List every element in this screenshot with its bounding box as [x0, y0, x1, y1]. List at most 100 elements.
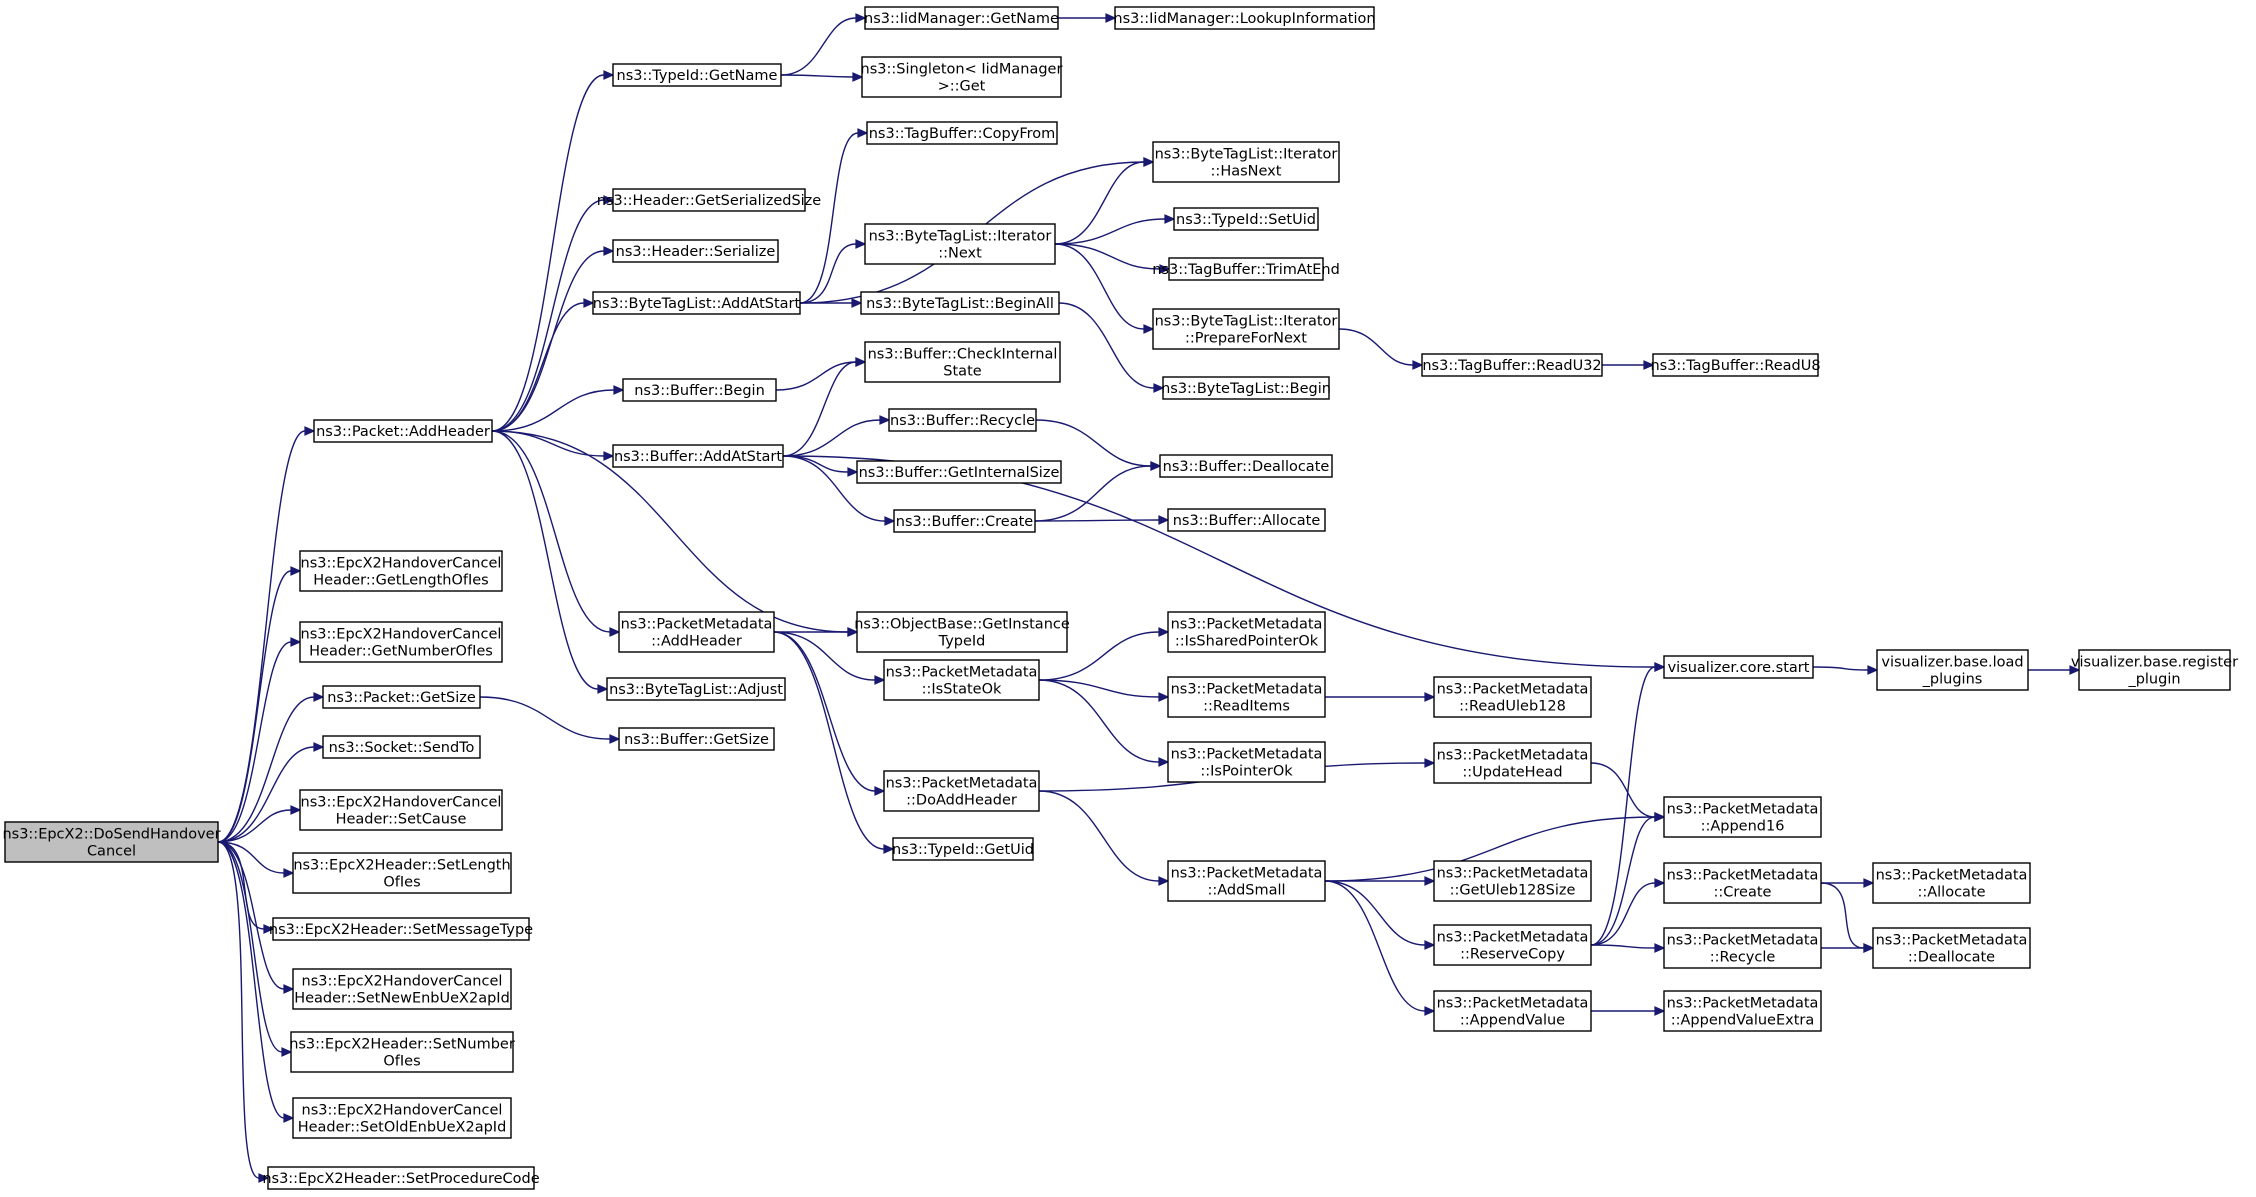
function-node-pmisp[interactable]: ns3::PacketMetadata::IsSharedPointerOk — [1167, 611, 1326, 653]
function-node-tbtae[interactable]: ns3::TagBuffer::TrimAtEnd — [1152, 257, 1340, 281]
node-label-line: ns3::EpcX2HandoverCancel — [302, 974, 503, 990]
function-node-pmri[interactable]: ns3::PacketMetadata::ReadItems — [1167, 676, 1326, 718]
call-edge — [217, 841, 293, 1057]
function-node-vcs[interactable]: visualizer.core.start — [1663, 655, 1814, 679]
node-box — [292, 1097, 512, 1139]
function-node-brec[interactable]: ns3::Buffer::Recycle — [888, 408, 1037, 432]
node-label-line: ns3::Buffer::Recycle — [890, 413, 1035, 429]
function-node-tbru32[interactable]: ns3::TagBuffer::ReadU32 — [1421, 353, 1603, 377]
node-box — [866, 121, 1058, 145]
edge-line — [782, 419, 881, 457]
function-node-itpfn[interactable]: ns3::ByteTagList::Iterator::PrepareForNe… — [1152, 308, 1340, 350]
function-node-pmdealloc[interactable]: ns3::PacketMetadata::Deallocate — [1872, 927, 2031, 969]
function-nodes: ns3::EpcX2::DoSendHandoverCancelns3::Pac… — [2, 6, 2238, 1190]
function-node-pmave[interactable]: ns3::PacketMetadata::AppendValueExtra — [1663, 990, 1822, 1032]
function-node-sendto[interactable]: ns3::Socket::SendTo — [322, 735, 481, 759]
node-box — [1663, 796, 1822, 838]
function-node-hgss[interactable]: ns3::Header::GetSerializedSize — [597, 188, 822, 212]
function-node-setpc[interactable]: ns3::EpcX2Header::SetProcedureCode — [262, 1166, 540, 1190]
function-node-vbrp[interactable]: visualizer.base.register_plugin — [2071, 649, 2238, 691]
function-node-tbru8[interactable]: ns3::TagBuffer::ReadU8 — [1650, 353, 1821, 377]
function-node-iidgn[interactable]: ns3::IidManager::GetName — [864, 6, 1059, 30]
edge-line — [1590, 944, 1656, 949]
function-node-btlba[interactable]: ns3::ByteTagList::BeginAll — [860, 291, 1060, 315]
node-box — [606, 677, 786, 701]
function-node-bcreate[interactable]: ns3::Buffer::Create — [893, 509, 1036, 533]
call-edge — [780, 13, 867, 76]
node-label-line: ns3::Buffer::AddAtStart — [614, 449, 782, 465]
function-node-pmas[interactable]: ns3::PacketMetadata::AddSmall — [1167, 860, 1326, 902]
edge-arrowhead — [1863, 878, 1875, 888]
function-node-pmrec[interactable]: ns3::PacketMetadata::Recycle — [1663, 927, 1822, 969]
function-node-pma16[interactable]: ns3::PacketMetadata::Append16 — [1663, 796, 1822, 838]
node-label-line: _plugins — [1922, 672, 1983, 688]
function-node-singget[interactable]: ns3::Singleton< IidManager>::Get — [861, 56, 1063, 98]
call-edge — [491, 195, 615, 432]
function-node-tbcf[interactable]: ns3::TagBuffer::CopyFrom — [866, 121, 1058, 145]
function-node-itnext[interactable]: ns3::ByteTagList::Iterator::Next — [864, 223, 1056, 265]
function-node-btlbeg[interactable]: ns3::ByteTagList::Begin — [1161, 376, 1331, 400]
function-node-pmcreate[interactable]: ns3::PacketMetadata::Create — [1663, 862, 1822, 904]
function-node-hser[interactable]: ns3::Header::Serialize — [612, 239, 779, 263]
function-node-bbegin[interactable]: ns3::Buffer::Begin — [622, 378, 777, 402]
function-node-setold[interactable]: ns3::EpcX2HandoverCancelHeader::SetOldEn… — [292, 1097, 512, 1139]
call-edge — [1590, 662, 1666, 946]
function-node-baas[interactable]: ns3::Buffer::AddAtStart — [612, 444, 784, 468]
node-label-line: ns3::EpcX2HandoverCancel — [301, 795, 502, 811]
function-node-bgis[interactable]: ns3::Buffer::GetInternalSize — [856, 460, 1062, 484]
function-node-iidli[interactable]: ns3::IidManager::LookupInformation — [1113, 6, 1376, 30]
function-node-pmgul[interactable]: ns3::PacketMetadata::GetUleb128Size — [1433, 860, 1592, 902]
function-node-pmiso[interactable]: ns3::PacketMetadata::IsStateOk — [883, 659, 1040, 701]
function-node-tgn[interactable]: ns3::TypeId::GetName — [612, 63, 782, 87]
function-node-addhdr[interactable]: ns3::Packet::AddHeader — [313, 419, 493, 443]
call-edge — [217, 805, 302, 843]
call-edge — [1338, 328, 1424, 370]
edge-line — [1590, 666, 1656, 946]
function-node-bgsize[interactable]: ns3::Buffer::GetSize — [618, 727, 775, 751]
function-node-pmrul[interactable]: ns3::PacketMetadata::ReadUleb128 — [1433, 676, 1592, 718]
edge-line — [217, 746, 315, 843]
node-box — [892, 837, 1034, 861]
function-node-pmuh[interactable]: ns3::PacketMetadata::UpdateHead — [1433, 742, 1592, 784]
node-label-line: ns3::PacketMetadata — [1667, 802, 1819, 818]
call-edge — [217, 841, 295, 994]
edge-line — [1324, 816, 1656, 882]
function-node-setmt[interactable]: ns3::EpcX2Header::SetMessageType — [269, 917, 533, 941]
function-node-ithn[interactable]: ns3::ByteTagList::Iterator::HasNext — [1152, 141, 1340, 183]
function-node-pmipo[interactable]: ns3::PacketMetadata::IsPointerOk — [1167, 741, 1326, 783]
function-node-btlaas[interactable]: ns3::ByteTagList::AddAtStart — [592, 291, 801, 315]
function-node-btladj[interactable]: ns3::ByteTagList::Adjust — [606, 677, 786, 701]
edge-arrowhead — [258, 1173, 270, 1183]
node-label-line: ns3::ByteTagList::BeginAll — [866, 296, 1054, 312]
edge-arrowhead — [603, 70, 615, 80]
function-node-gloi[interactable]: ns3::EpcX2HandoverCancelHeader::GetLengt… — [299, 550, 503, 592]
node-label-line: ns3::TypeId::GetName — [617, 68, 778, 84]
function-node-gnoi[interactable]: ns3::EpcX2HandoverCancelHeader::GetNumbe… — [299, 621, 503, 663]
function-node-pgsize[interactable]: ns3::Packet::GetSize — [322, 685, 481, 709]
edge-arrowhead — [1643, 360, 1655, 370]
edge-line — [1038, 679, 1160, 763]
edge-arrowhead — [1158, 515, 1170, 525]
edge-line — [1038, 679, 1160, 698]
function-node-setuid[interactable]: ns3::TypeId::SetUid — [1173, 207, 1319, 231]
call-edge — [782, 415, 891, 457]
function-node-pmrc[interactable]: ns3::PacketMetadata::ReserveCopy — [1433, 924, 1592, 966]
function-node-balloc[interactable]: ns3::Buffer::Allocate — [1167, 508, 1326, 532]
function-node-pmah[interactable]: ns3::PacketMetadata::AddHeader — [618, 611, 775, 653]
function-node-setnew[interactable]: ns3::EpcX2HandoverCancelHeader::SetNewEn… — [292, 968, 512, 1010]
function-node-pmalloc[interactable]: ns3::PacketMetadata::Allocate — [1872, 862, 2031, 904]
function-node-pmdah[interactable]: ns3::PacketMetadata::DoAddHeader — [883, 770, 1040, 812]
function-node-vblp[interactable]: visualizer.base.load_plugins — [1876, 649, 2029, 691]
node-label-line: ns3::Buffer::Deallocate — [1163, 459, 1330, 475]
function-node-bdealloc[interactable]: ns3::Buffer::Deallocate — [1159, 454, 1333, 478]
function-node-pmav[interactable]: ns3::PacketMetadata::AppendValue — [1433, 990, 1592, 1032]
function-node-tgetuid[interactable]: ns3::TypeId::GetUid — [892, 837, 1034, 861]
node-box — [612, 63, 782, 87]
node-box — [1162, 376, 1330, 400]
